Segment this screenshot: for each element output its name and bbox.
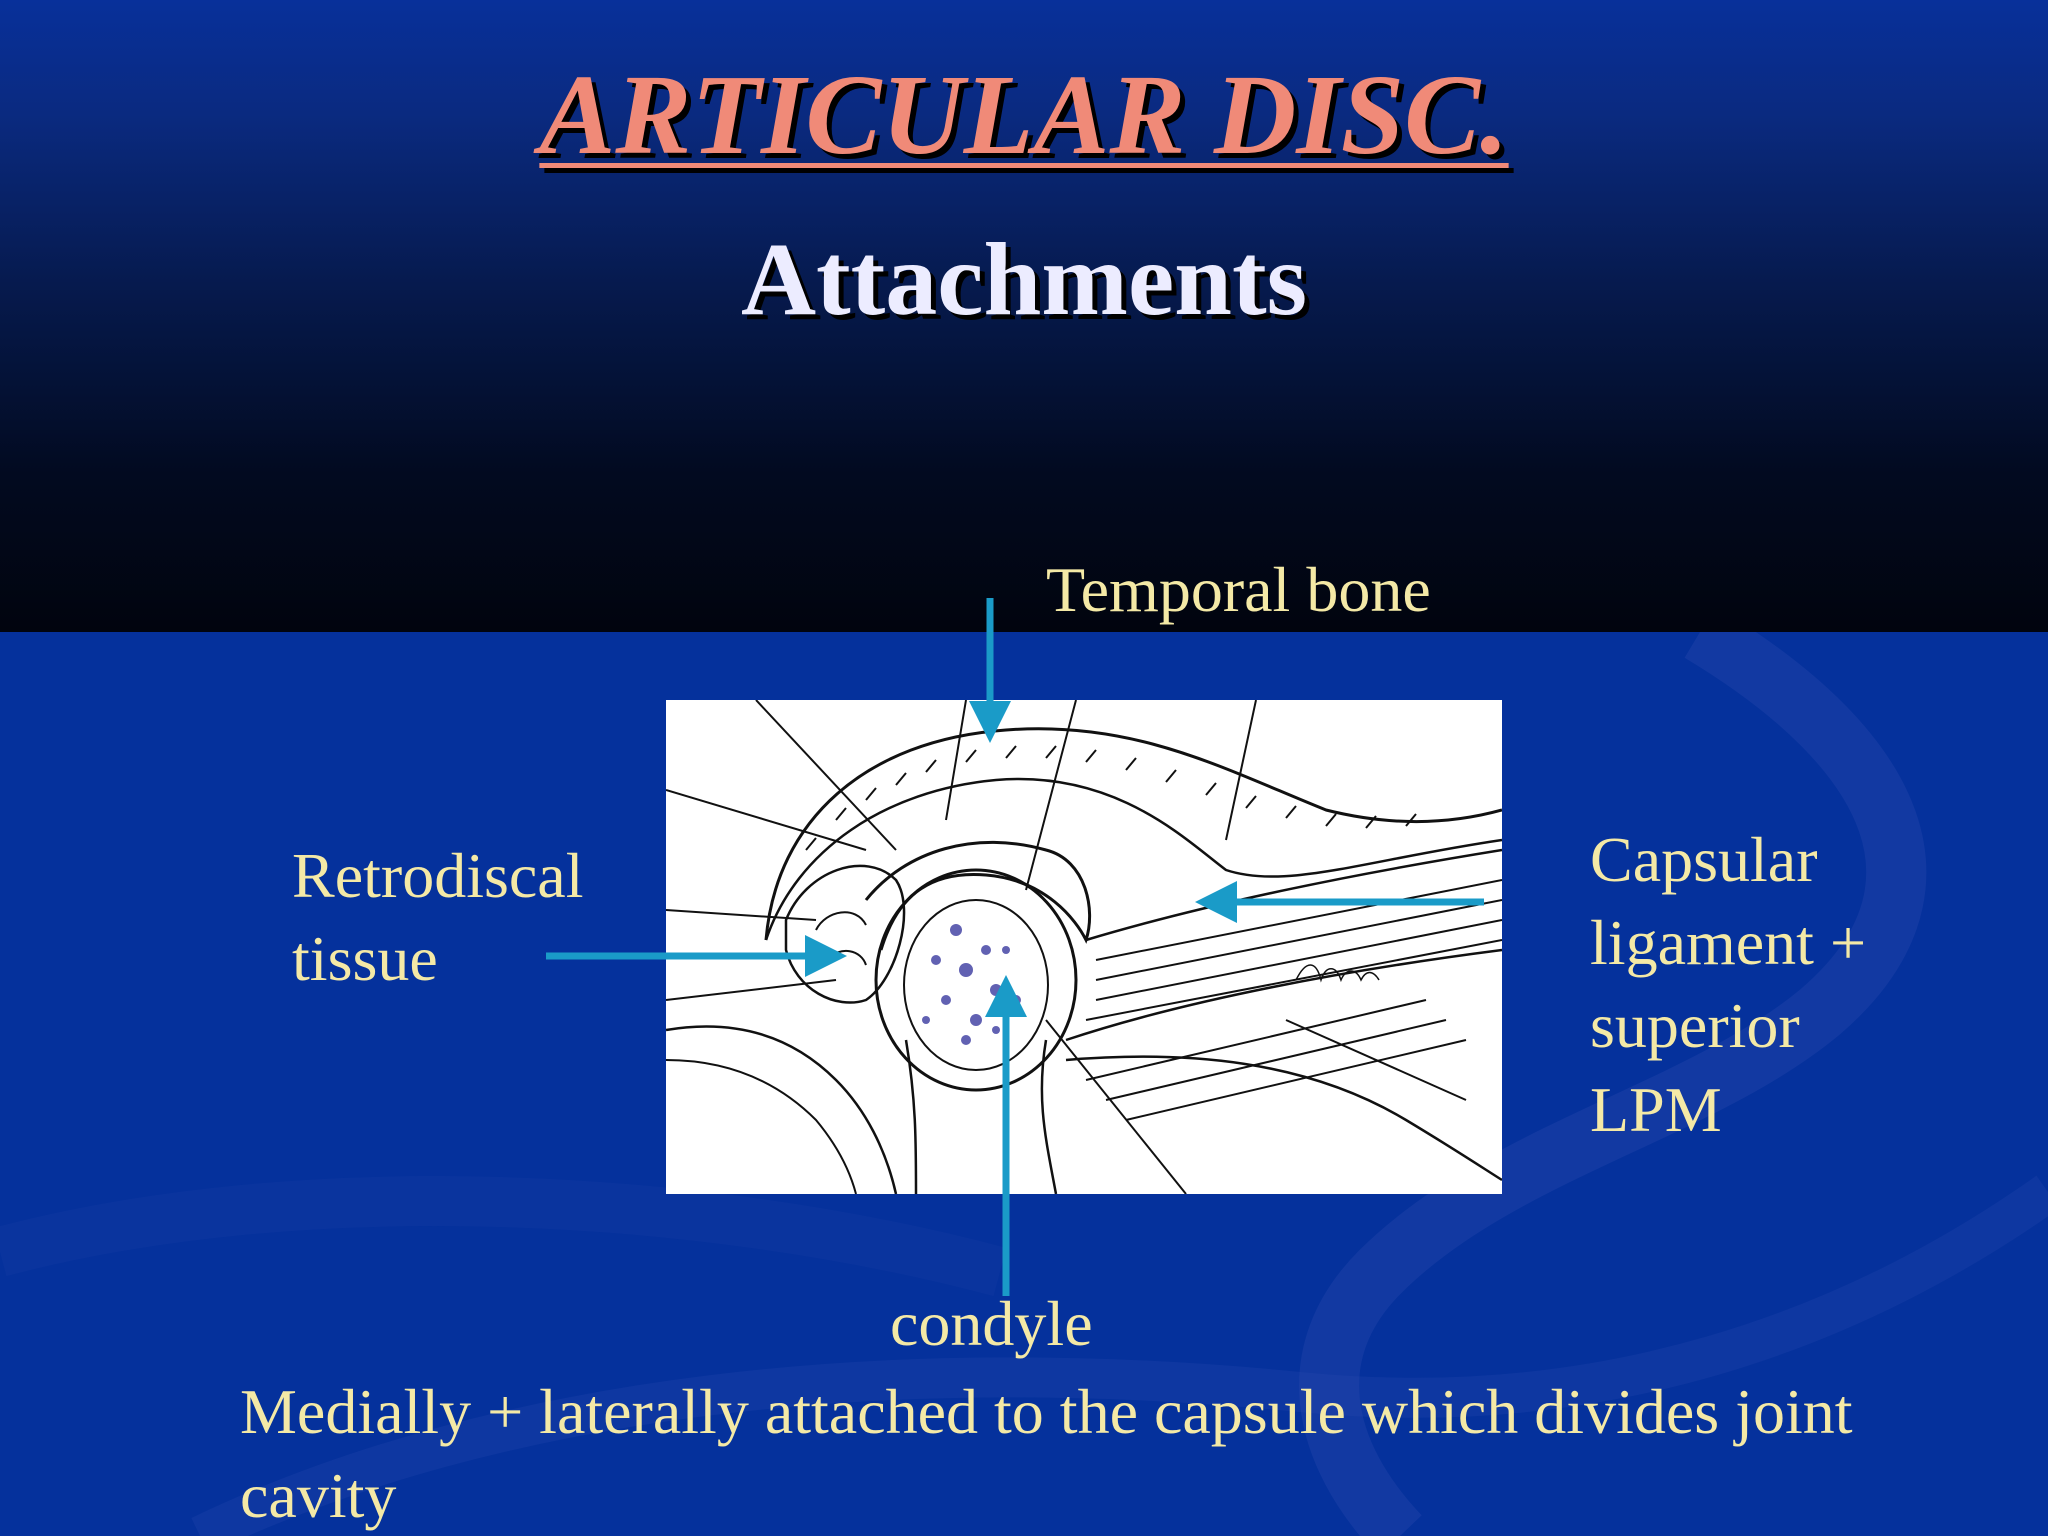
label-retrodiscal-line1: Retrodiscal	[292, 840, 584, 911]
tmj-drawing	[666, 700, 1502, 1194]
label-condyle: condyle	[890, 1288, 1093, 1359]
label-capsular-line4: LPM	[1590, 1073, 1722, 1145]
background-swirl	[0, 632, 2048, 1536]
label-capsular-line3: superior	[1590, 990, 1800, 1062]
tmj-illustration	[666, 700, 1502, 1194]
label-capsular-line2: ligament +	[1590, 907, 1867, 979]
slide-title: ARTICULAR DISC.	[539, 51, 1509, 178]
label-temporal-bone: Temporal bone	[1046, 554, 1431, 625]
label-capsular-line1: Capsular	[1590, 824, 1818, 895]
label-retrodiscal-line2: tissue	[292, 923, 438, 995]
label-capsular-ligament: Capsular ligament + superior LPM	[1590, 818, 1866, 1151]
slide-caption: Medially + laterally attached to the cap…	[240, 1376, 1853, 1531]
slide-subtitle: Attachments	[740, 222, 1308, 337]
header-band	[0, 0, 2048, 632]
label-retrodiscal-tissue: Retrodiscal tissue	[292, 834, 583, 1000]
